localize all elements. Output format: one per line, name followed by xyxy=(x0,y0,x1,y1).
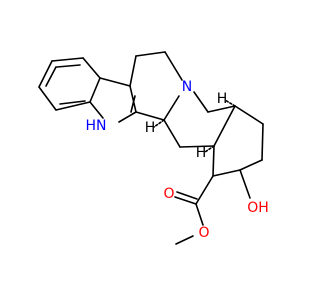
ring-e xyxy=(212,105,264,177)
pyrrole-ring xyxy=(89,77,137,123)
hydroxyl-label: OH xyxy=(247,200,269,216)
piperidine-ring-c xyxy=(129,51,183,121)
amine-nitrogen-label: N xyxy=(182,79,192,95)
carbonyl-oxygen-label: O xyxy=(163,186,174,202)
stereo-h-label-1: H xyxy=(145,120,156,136)
structure-canvas: HN N O O OH H H H xyxy=(38,51,269,245)
ring-d xyxy=(163,91,236,148)
ester-oxygen-label: O xyxy=(198,225,209,241)
stereo-h-label-3: H xyxy=(196,145,207,161)
stereo-wedges xyxy=(153,99,236,153)
stereo-h-label-2: H xyxy=(217,91,228,107)
molecule-structure-diagram: HN N O O OH H H H xyxy=(38,51,269,245)
ester-group xyxy=(174,175,214,245)
nh-atom-label: HN xyxy=(86,118,107,134)
hydroxyl-bond xyxy=(239,169,251,199)
benzene-ring xyxy=(38,57,101,111)
